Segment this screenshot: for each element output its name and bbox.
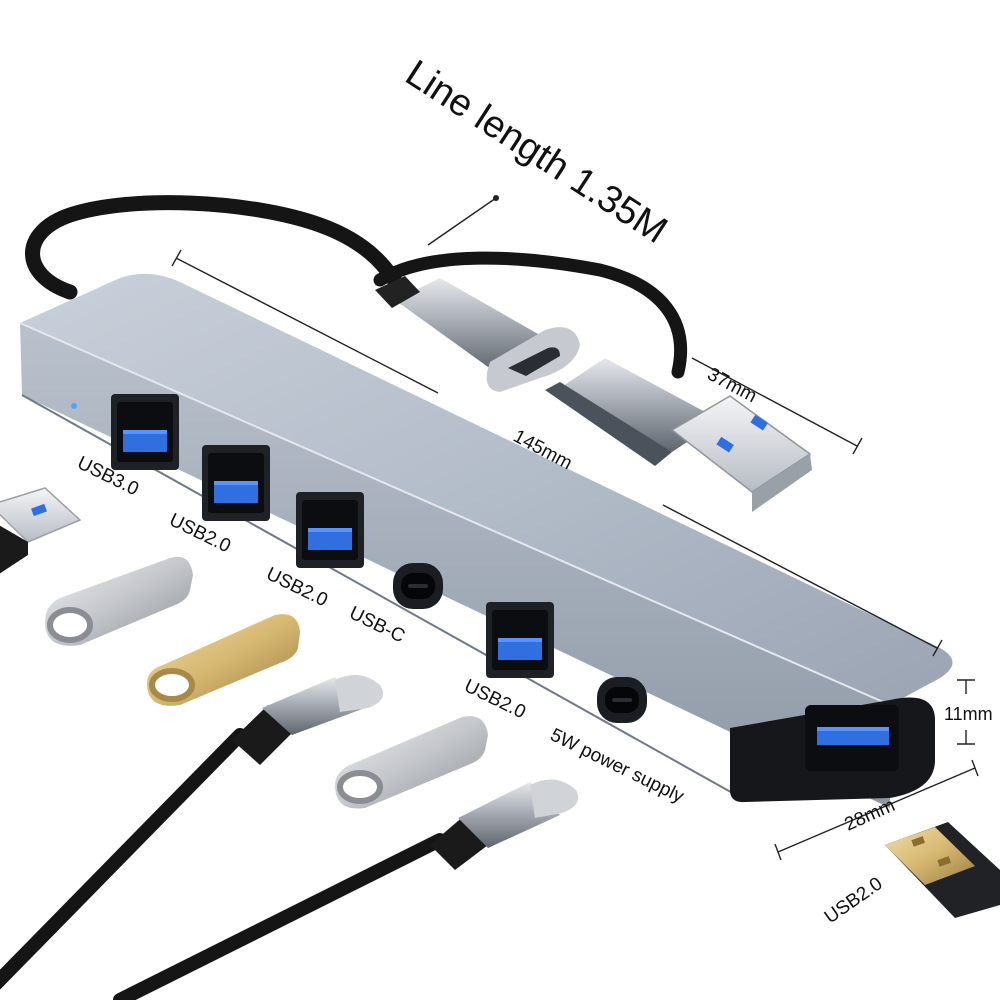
usb-c-cable-2 — [113, 779, 579, 1000]
width-dimension-label: 28mm — [841, 795, 898, 836]
hub-cable-branch — [373, 251, 688, 379]
dimension-height — [957, 679, 975, 745]
usb-c-plug — [375, 276, 580, 392]
gold-flash-drive — [147, 614, 300, 706]
usb-c-cable-1 — [0, 675, 384, 990]
dimension-length — [171, 249, 943, 657]
cable-length-title: Line length 1.35M — [398, 52, 674, 252]
usb-plug-left — [0, 487, 82, 574]
height-dimension-label: 11mm — [944, 704, 993, 724]
label-usb-c: USB-C — [346, 603, 408, 648]
usb-a-plug — [545, 358, 812, 512]
power-usb-c-port — [597, 677, 647, 723]
usb-c-port — [393, 563, 443, 609]
dimension-plug — [691, 357, 863, 455]
silver-flash-drive-2 — [335, 716, 488, 809]
label-usb2-2: USB2.0 — [263, 564, 331, 612]
usb2-port-1 — [202, 445, 270, 521]
label-usb2-3: USB2.0 — [461, 676, 529, 724]
side-usb-port — [805, 705, 899, 771]
cable-pointer — [427, 195, 499, 246]
dimension-width — [774, 759, 979, 861]
usb2-port-3 — [486, 602, 554, 678]
usb3-port — [111, 394, 179, 470]
silver-flash-drive-1 — [45, 556, 193, 646]
label-side-usb2: USB2.0 — [821, 873, 887, 928]
hub-cable — [25, 195, 413, 306]
usb2-port-2 — [296, 492, 364, 568]
usb-receiver — [885, 822, 1000, 918]
